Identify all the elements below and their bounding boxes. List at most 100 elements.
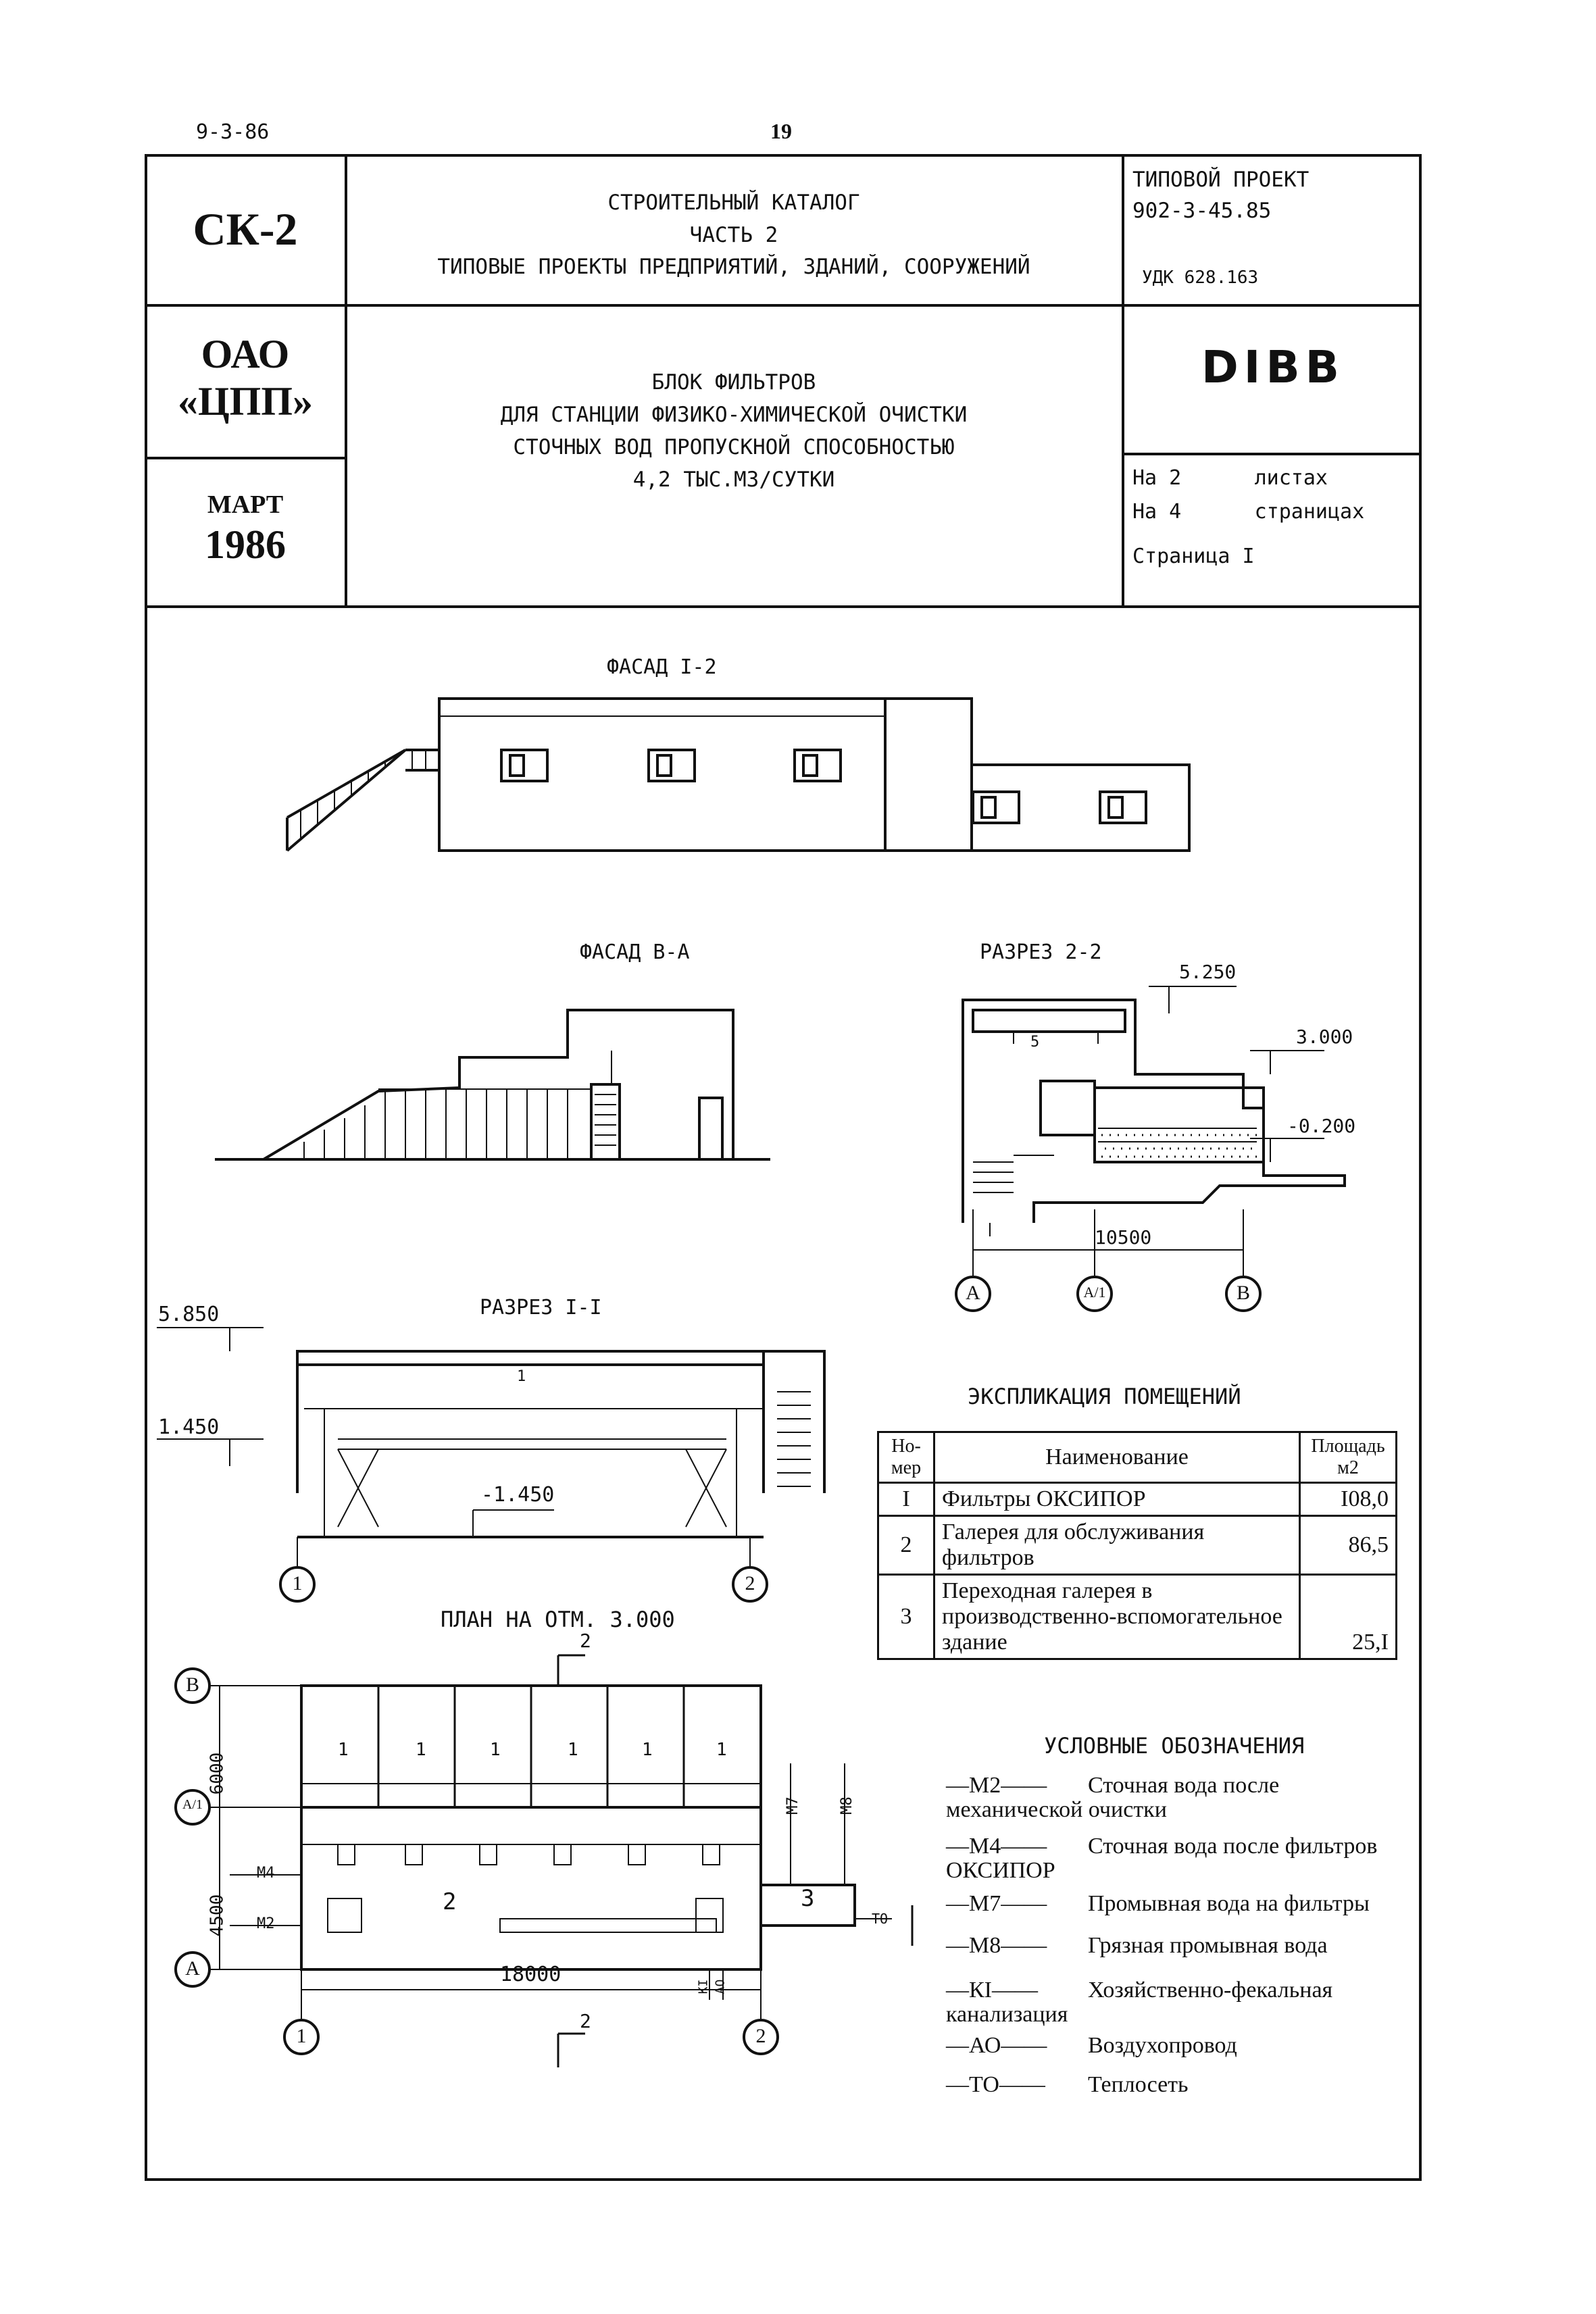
plan-title: ПЛАН НА ОТМ. 3.000 <box>441 1607 675 1632</box>
axis-label: В <box>185 1674 199 1696</box>
project-label: ТИПОВОЙ ПРОЕКТ <box>1132 168 1310 192</box>
legend-text: Промывная вода на фильтры <box>1088 1891 1370 1916</box>
current-page: Страница I <box>1132 545 1255 568</box>
room-number: 1 <box>490 1740 501 1760</box>
project-title: БЛОК ФИЛЬТРОВ <box>651 370 816 395</box>
legend-code: —М4—— <box>946 1834 1047 1859</box>
page-number: 19 <box>770 119 792 143</box>
cut-mark: 2 <box>580 1630 591 1652</box>
doc-series-code: 9-3-86 <box>196 120 270 144</box>
room-number-cell: 3 <box>877 1574 935 1660</box>
room-name-cell: Переходная галерея в производственно-всп… <box>933 1574 1301 1660</box>
project-number: 902-3-45.85 <box>1132 199 1272 223</box>
divider <box>345 154 347 607</box>
facade-ba-title: ФАСАД В-А <box>580 940 690 964</box>
room-number: 2 <box>443 1888 457 1915</box>
pipe-label: М2 <box>257 1915 275 1932</box>
axis-label: В <box>1236 1282 1250 1304</box>
table-row: 2 Галерея для обслуживания фильтров 86,5 <box>877 1515 1397 1576</box>
dimension-label: 4500 <box>207 1894 228 1937</box>
legend-title: УСЛОВНЫЕ ОБОЗНАЧЕНИЯ <box>1044 1733 1305 1759</box>
column-header: Но-мер <box>877 1431 935 1484</box>
legend-text: Сточная вода после фильтров ОКСИПОР <box>946 1834 1378 1883</box>
pipe-label: ТО <box>872 1911 889 1927</box>
project-title: 4,2 ТЫС.М3/СУТКИ <box>632 468 835 492</box>
room-name-cell: Галерея для обслуживания фильтров <box>933 1515 1301 1576</box>
pipe-label: АО <box>713 1979 728 1994</box>
pipe-label: КI <box>696 1979 711 1994</box>
room-number-cell: 2 <box>877 1515 935 1576</box>
project-title: СТОЧНЫХ ВОД ПРОПУСКНОЙ СПОСОБНОСТЬЮ <box>513 435 955 459</box>
legend-text: Грязная промывная вода <box>1088 1933 1328 1958</box>
legend-item: —М2——Сточная вода после механической очи… <box>946 1774 1399 1822</box>
axis-label: А/1 <box>182 1797 203 1812</box>
table-row: 3 Переходная галерея в производственно-в… <box>877 1574 1397 1660</box>
explication-table: Но-мер Наименование Площадь м2 I Фильтры… <box>877 1431 1397 1660</box>
divider <box>1122 453 1422 455</box>
legend-text: Воздухопровод <box>1088 2033 1237 2058</box>
pipe-label: М4 <box>257 1865 275 1882</box>
org-name: «ЦПП» <box>177 379 313 424</box>
legend-text: Хозяйственно-фекальная канализация <box>946 1978 1333 2027</box>
cut-mark: 2 <box>580 2010 591 2032</box>
catalog-code: СК-2 <box>193 203 298 255</box>
facade-12-title: ФАСАД I-2 <box>607 655 717 679</box>
elevation-label: 5.250 <box>1179 961 1237 983</box>
pipe-label: М8 <box>838 1796 855 1815</box>
legend-code: —М8—— <box>946 1933 1047 1958</box>
room-area-cell: I08,0 <box>1299 1482 1397 1517</box>
catalog-title: СТРОИТЕЛЬНЫЙ КАТАЛОГ <box>607 191 860 215</box>
room-name-cell: Фильтры ОКСИПОР <box>933 1482 1301 1517</box>
udk-code: УДК 628.163 <box>1142 268 1259 288</box>
catalog-part: ЧАСТЬ 2 <box>689 223 778 247</box>
explication-title: ЭКСПЛИКАЦИЯ ПОМЕЩЕНИЙ <box>968 1384 1241 1409</box>
column-header: Площадь м2 <box>1299 1431 1397 1484</box>
table-row: I Фильтры ОКСИПОР I08,0 <box>877 1482 1397 1517</box>
legend-item: —М4——Сточная вода после фильтров ОКСИПОР <box>946 1834 1399 1883</box>
divider <box>145 304 1422 307</box>
room-number: 1 <box>642 1740 653 1760</box>
legend-code: —М7—— <box>946 1891 1047 1916</box>
legend-item: —АО—— Воздухопровод <box>946 2034 1237 2058</box>
column-header: Наименование <box>933 1431 1301 1484</box>
legend-item: —ТО—— Теплосеть <box>946 2073 1189 2097</box>
elevation-label: 1.450 <box>158 1415 220 1439</box>
axis-label: А <box>185 1957 200 1980</box>
room-area-cell: 86,5 <box>1299 1515 1397 1576</box>
section-11-title: РАЗРЕЗ I-I <box>480 1296 602 1319</box>
legend-code: —ТО—— <box>946 2072 1045 2097</box>
dimension-label: 10500 <box>1095 1226 1152 1249</box>
dimension-label: 18000 <box>500 1963 562 1986</box>
legend-item: —М8—— Грязная промывная вода <box>946 1934 1328 1958</box>
legend-item: —КI——Хозяйственно-фекальная канализация <box>946 1978 1399 2027</box>
legend-text: Теплосеть <box>1088 2072 1189 2097</box>
axis-label: 1 <box>292 1572 303 1594</box>
room-number: 3 <box>801 1885 815 1912</box>
elevation-label: -0.200 <box>1287 1115 1356 1137</box>
room-number: 5 <box>1030 1034 1040 1051</box>
org-name: ОАО <box>201 332 290 376</box>
legend-code: —АО—— <box>946 2033 1047 2058</box>
sheets-count: На 2 листах <box>1132 466 1328 490</box>
axis-label: 2 <box>745 1572 755 1594</box>
room-number: 1 <box>416 1740 426 1760</box>
room-area-cell: 25,I <box>1299 1574 1397 1660</box>
catalog-subtitle: ТИПОВЫЕ ПРОЕКТЫ ПРЕДПРИЯТИЙ, ЗДАНИЙ, СОО… <box>437 255 1030 279</box>
issue-year: 1986 <box>205 522 286 567</box>
table-header-row: Но-мер Наименование Площадь м2 <box>877 1431 1397 1484</box>
elevation-label: -1.450 <box>481 1483 555 1507</box>
issue-month: МАРТ <box>207 491 284 519</box>
project-title: ДЛЯ СТАНЦИИ ФИЗИКО-ХИМИЧЕСКОЙ ОЧИСТКИ <box>500 403 968 427</box>
axis-label: 1 <box>296 2025 307 2047</box>
divider <box>1122 154 1124 607</box>
legend-code: —М2—— <box>946 1773 1047 1798</box>
axis-label: А <box>966 1282 980 1304</box>
room-number: 1 <box>338 1740 349 1760</box>
pages-count: На 4 страницах <box>1132 500 1365 524</box>
elevation-label: 3.000 <box>1296 1026 1353 1048</box>
room-number-cell: I <box>877 1482 935 1517</box>
axis-label: 2 <box>755 2025 766 2047</box>
dimension-label: 6000 <box>207 1752 228 1795</box>
legend-text: Сточная вода после механической очистки <box>946 1773 1280 1822</box>
room-number: 1 <box>517 1368 526 1385</box>
